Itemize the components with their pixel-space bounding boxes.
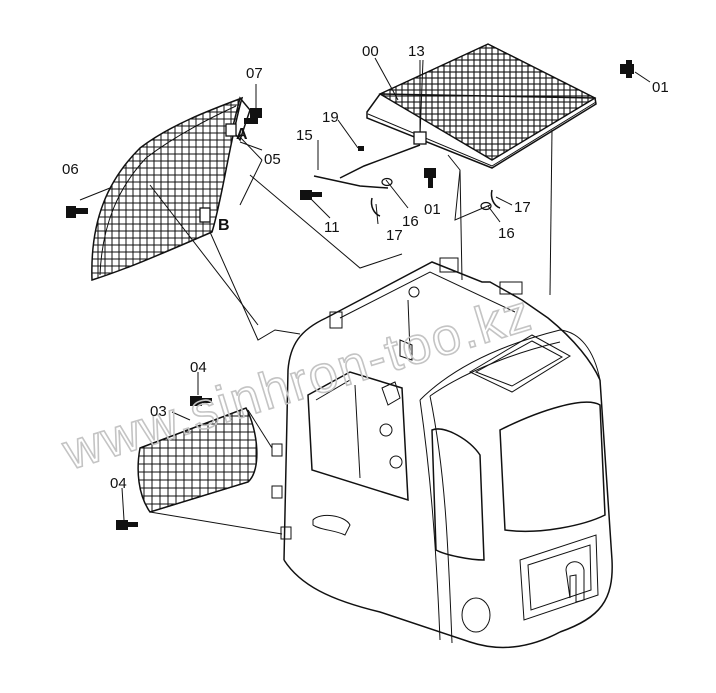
label-13: 13 — [408, 43, 425, 60]
part-labels: 00 13 01 07 19 15 05 06 A B 11 17 16 01 … — [62, 43, 669, 492]
assembly-lines — [79, 57, 651, 535]
label-01-mid: 01 — [424, 201, 441, 218]
bolt-01-top — [620, 60, 634, 78]
cab-body — [271, 257, 613, 649]
label-03: 03 — [150, 403, 167, 420]
pin-17a — [370, 197, 381, 217]
label-00: 00 — [362, 43, 379, 60]
label-04-lower: 04 — [110, 475, 127, 492]
watermark-text: www.sinhron-too.kz — [56, 284, 539, 482]
bolt-04-lower — [116, 520, 138, 530]
label-B: B — [218, 217, 230, 234]
label-05: 05 — [264, 151, 281, 168]
pin-17b — [490, 189, 501, 209]
label-16-right: 16 — [498, 225, 515, 242]
bracket-13 — [413, 131, 427, 145]
label-19: 19 — [322, 109, 339, 126]
lower-guard-03 — [137, 407, 258, 513]
bolt-01-mid — [424, 168, 436, 188]
label-11: 11 — [324, 219, 340, 236]
washer-16b — [480, 201, 492, 211]
washer-16a — [381, 177, 393, 187]
label-17-right: 17 — [514, 199, 531, 216]
fasteners — [66, 60, 634, 530]
label-06: 06 — [62, 161, 79, 178]
nut-19 — [358, 146, 364, 151]
label-A: A — [236, 126, 248, 143]
label-01-top: 01 — [652, 79, 669, 96]
label-16-left: 16 — [402, 213, 419, 230]
side-guard-05 — [91, 96, 251, 282]
top-guard-00 — [366, 43, 597, 169]
label-17-left: 17 — [386, 227, 403, 244]
bolt-11 — [300, 190, 322, 200]
label-04-upper: 04 — [190, 359, 207, 376]
label-15: 15 — [296, 127, 313, 144]
hinge-A — [225, 123, 237, 137]
bolt-07 — [244, 108, 262, 124]
hinge-B — [199, 207, 211, 223]
bolt-04-upper — [190, 396, 212, 406]
bolt-06 — [66, 206, 88, 218]
label-07: 07 — [246, 65, 263, 82]
